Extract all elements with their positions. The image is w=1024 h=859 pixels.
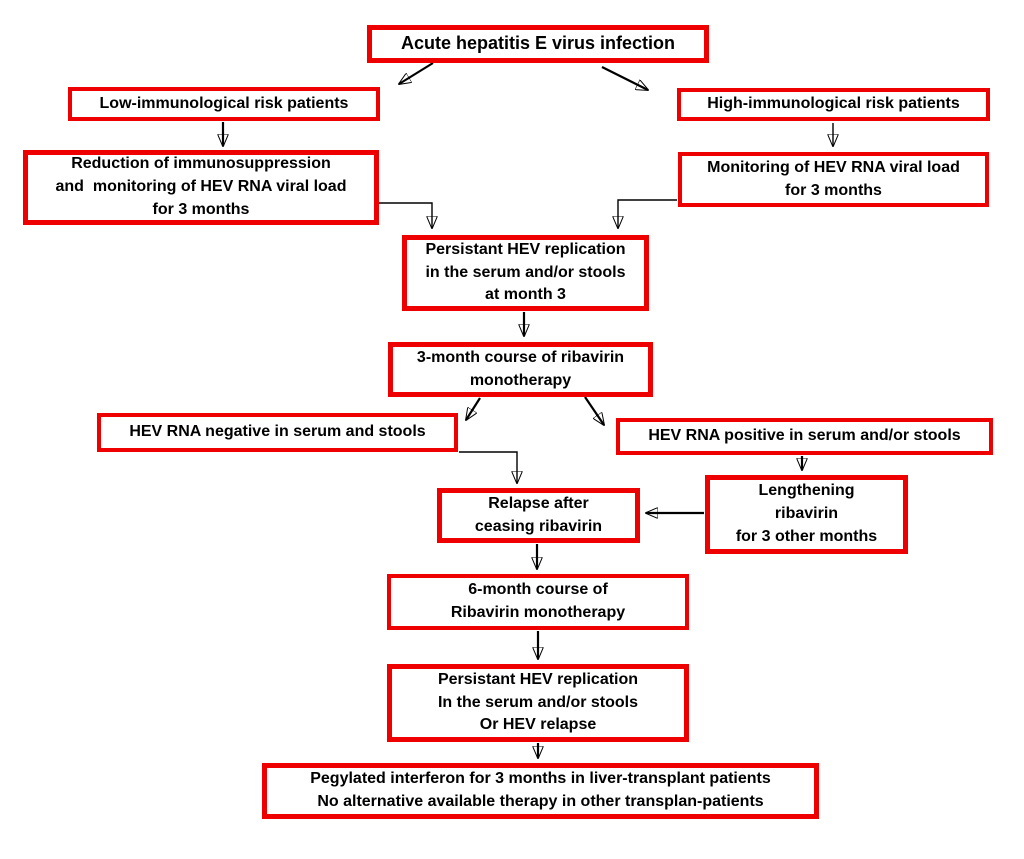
arrow-course3-to-positive (584, 396, 604, 425)
node-reduction-immunosuppression: Reduction of immunosuppression and monit… (23, 150, 379, 225)
node-label: High-immunological risk patients (707, 95, 960, 113)
node-monitoring-viral-load: Monitoring of HEV RNA viral load for 3 m… (678, 152, 989, 207)
node-label: 3-month course of ribavirin monotherapy (416, 348, 625, 389)
node-label: Pegylated interferon for 3 months in liv… (310, 770, 771, 810)
node-persistent-replication-or-relapse: Persistant HEV replication In the serum … (387, 664, 689, 742)
node-label: 6-month course of Ribavirin monotherapy (450, 581, 626, 621)
node-persistent-replication-month3: Persistant HEV replication in the serum … (402, 235, 649, 311)
node-label: Persistant HEV replication in the serum … (425, 240, 626, 304)
node-pegylated-interferon: Pegylated interferon for 3 months in liv… (262, 763, 819, 819)
arrow-root-to-high-risk (601, 66, 648, 90)
arrow-reduction-to-persistent-m3 (379, 202, 432, 228)
node-hev-rna-negative: HEV RNA negative in serum and stools (97, 413, 458, 452)
arrow-course3-to-negative (466, 397, 481, 420)
node-label: HEV RNA negative in serum and stools (129, 423, 426, 441)
arrow-monitoring-to-persistent-m3 (618, 199, 677, 228)
node-label: Monitoring of HEV RNA viral load for 3 m… (707, 158, 960, 199)
node-lengthening-ribavirin: Lengthening ribavirin for 3 other months (705, 475, 908, 554)
node-acute-hev-infection: Acute hepatitis E virus infection (367, 25, 709, 63)
node-label: HEV RNA positive in serum and/or stools (648, 427, 961, 445)
node-6-month-ribavirin: 6-month course of Ribavirin monotherapy (387, 574, 689, 630)
arrow-negative-to-relapse (459, 451, 517, 483)
node-relapse-after-ceasing: Relapse after ceasing ribavirin (437, 488, 640, 543)
node-hev-rna-positive: HEV RNA positive in serum and/or stools (616, 418, 993, 455)
node-3-month-ribavirin: 3-month course of ribavirin monotherapy (388, 342, 653, 397)
node-label: Reduction of immunosuppression and monit… (55, 155, 347, 218)
arrow-root-to-low-risk (399, 62, 434, 84)
node-label: Relapse after ceasing ribavirin (474, 494, 603, 535)
node-high-immunological-risk: High-immunological risk patients (677, 88, 990, 121)
node-low-immunological-risk: Low-immunological risk patients (68, 87, 380, 121)
node-label: Persistant HEV replication In the serum … (437, 670, 639, 734)
node-label: Low-immunological risk patients (99, 94, 349, 112)
node-label: Lengthening ribavirin for 3 other months (735, 482, 878, 545)
node-label: Acute hepatitis E virus infection (400, 33, 676, 54)
